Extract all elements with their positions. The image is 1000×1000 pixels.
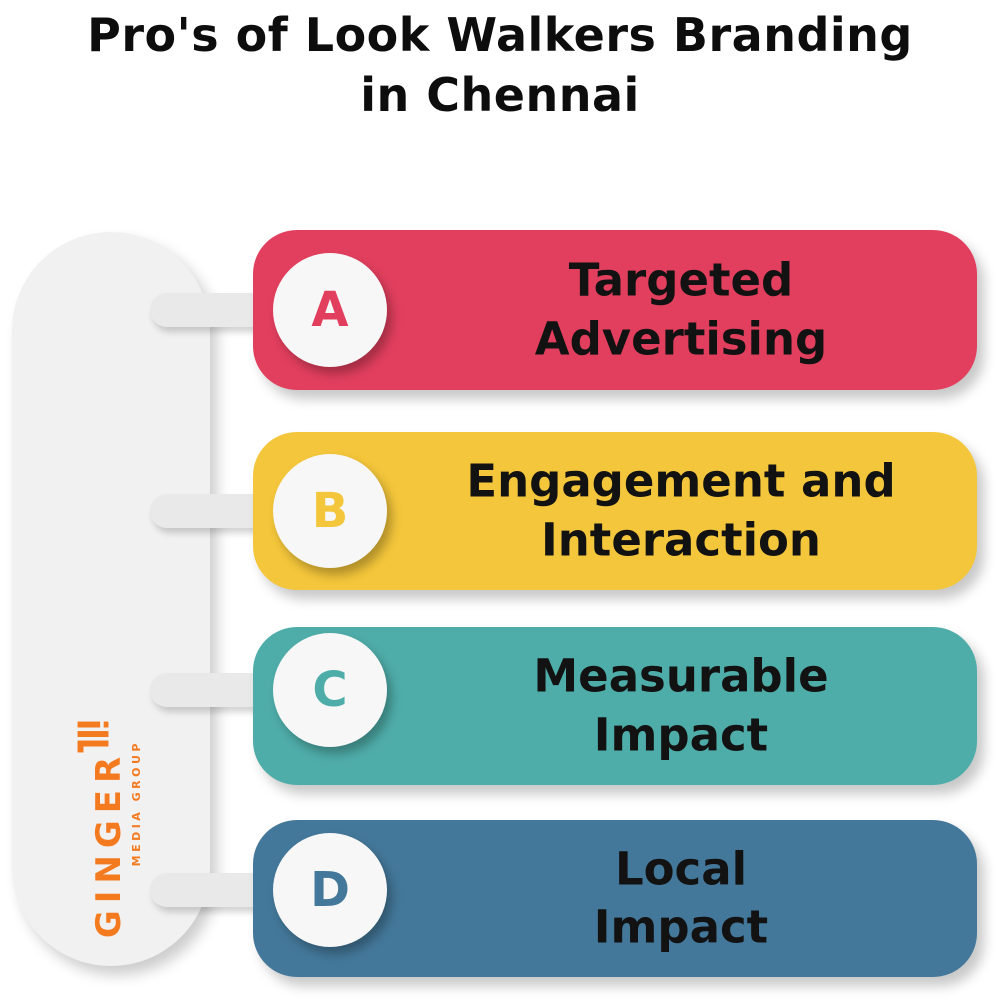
- benefit-bar-targeted-advertising: Targeted Advertising: [253, 230, 977, 390]
- benefit-label: Measurable Impact: [403, 648, 959, 765]
- benefit-label-line-1: Local: [614, 842, 748, 895]
- benefit-label-line-2: Advertising: [534, 312, 828, 365]
- benefit-label-line-2: Impact: [593, 708, 769, 761]
- ginger-brand-subtitle: MEDIA GROUP: [129, 740, 143, 867]
- benefit-label-line-2: Interaction: [541, 513, 821, 566]
- benefit-label-line-2: Impact: [593, 900, 769, 954]
- brand-pill: GINGER MEDIA GROUP: [12, 232, 210, 966]
- page-title-line-2: in Chennai: [360, 67, 640, 122]
- letter-badge-a: A: [273, 253, 387, 367]
- page-title: Pro's of Look Walkers Branding in Chenna…: [0, 6, 1000, 126]
- ginger-brand-name: GINGER: [88, 749, 129, 939]
- letter-badge-b: B: [273, 454, 387, 568]
- benefit-label-line-1: Engagement and: [466, 454, 896, 508]
- letter-badge-c: C: [273, 633, 387, 747]
- ginger-logo-icon: [77, 721, 109, 753]
- benefit-label: Local Impact: [403, 840, 959, 957]
- benefit-label-line-1: Measurable: [533, 649, 829, 703]
- benefit-label: Targeted Advertising: [403, 252, 959, 369]
- benefit-label: Engagement and Interaction: [403, 453, 959, 570]
- benefit-label-line-1: Targeted: [568, 253, 794, 307]
- page-title-line-1: Pro's of Look Walkers Branding: [87, 8, 913, 62]
- letter-badge-d: D: [273, 833, 387, 947]
- ginger-logo-text: GINGER MEDIA GROUP: [77, 734, 157, 954]
